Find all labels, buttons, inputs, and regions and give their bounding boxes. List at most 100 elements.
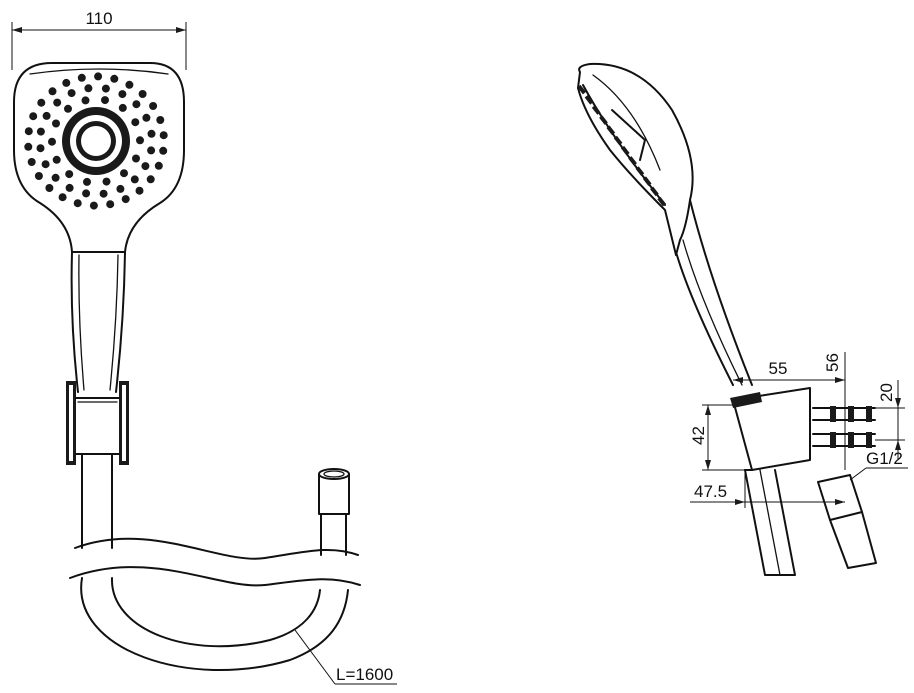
thread-leader: G1/2 [849,449,908,481]
nozzle-dot [118,90,127,99]
hose-length-leader: L=1600 [294,629,397,685]
nozzle-dot [141,162,150,171]
ring-nozzle-dot [86,160,91,165]
nozzle-dot [42,111,51,120]
nozzle-dot [27,158,36,166]
nozzle-dot [99,189,108,198]
nozzle-dot [131,118,140,127]
nozzle-dot [94,72,103,81]
dim-bracket-depth-label: 55 [769,359,788,378]
side-nozzle [577,84,587,95]
dim-inlet-spacing: 20 [875,380,905,460]
ring-nozzle-dot [71,139,75,143]
hose-nut [318,468,350,515]
side-nozzle [657,196,667,207]
side-nozzle [642,176,652,186]
nozzle-dot [53,98,62,107]
nozzle-dot [34,172,43,180]
nozzle-dot [64,104,72,113]
center-spray-ring [62,107,130,175]
side-head-nozzles [577,84,667,207]
dim-bracket-height-label: 42 [689,426,708,445]
nozzle-dot [132,100,141,109]
nozzle-dot [58,193,67,202]
ring-nozzle-dot [117,139,121,143]
nozzle-dot [89,201,98,210]
nozzle-dot [52,119,60,128]
hose-break-lower [69,566,361,587]
side-view: 55 56 20 42 [577,62,908,576]
hose-break-upper [74,537,359,560]
ring-nozzle-dot [112,125,117,130]
side-nozzle [606,125,616,136]
nozzle-dot [132,154,140,163]
nozzle-dot [77,73,86,82]
ring-nozzle-dot [86,117,91,122]
nozzle-dot [82,189,91,198]
side-bracket [730,387,811,471]
dim-bracket-height: 42 [689,404,745,471]
nozzle-dot [159,131,168,140]
side-nozzle [620,145,630,156]
dim-bracket-outer-label: 56 [823,353,842,372]
hose-right-side [320,513,347,556]
side-handle-outline [675,199,753,386]
nozzle-dot [48,87,57,96]
nozzle-dot [84,84,93,93]
nozzle-dot [102,177,111,186]
nozzle-dot [130,175,139,184]
dim-wall-offset-label: 47.5 [694,482,727,501]
dim-bracket-depth: 55 [733,359,845,383]
dim-bracket-outer: 56 [823,352,846,470]
nozzle-dot [48,137,56,146]
nozzle-dot [110,74,119,83]
side-nozzle [635,166,645,176]
nozzle-dot [147,146,156,155]
head-width-label: 110 [85,9,112,28]
hose-loop-outer [80,577,349,672]
handle-outline [70,251,126,393]
side-head-ridge [592,74,661,171]
nozzle-dot [116,184,125,193]
hose-length-label: L=1600 [336,665,393,684]
nozzle-dot [121,195,130,204]
side-nozzle [599,115,608,125]
side-nozzle [613,135,623,146]
side-nozzle [650,186,659,197]
nozzle-dot [36,144,45,153]
dim-wall-offset: 47.5 [690,470,845,508]
ring-nozzle-dot [75,125,80,130]
ring-nozzle-dot [101,117,106,122]
nozzle-dot [120,169,128,178]
nozzle-dot [136,136,144,145]
nozzle-dot [24,142,33,151]
ring-nozzle-dot [75,152,80,157]
nozzle-dot [67,89,76,98]
hose-loop-inner [110,577,321,648]
side-head-face-line [582,84,666,206]
nozzle-dot [135,186,144,195]
head-top-ridge [29,68,169,75]
wall-inlets [812,406,876,448]
nozzle-dot [101,96,109,105]
nozzle-dot [62,78,71,87]
nozzle-dot [65,183,74,192]
nozzle-dot [159,146,168,155]
head-width-dimension: 110 [11,9,187,70]
nozzle-dot [106,200,115,209]
nozzle-dot [73,199,82,208]
front-view: 110 [11,9,397,685]
nozzle-dot [41,160,50,169]
nozzle-dot [24,127,33,136]
nozzle-dot [156,116,165,124]
handle-inner-line [78,254,119,391]
nozzle-dot [147,129,156,138]
nozzle-dot [37,98,46,107]
nozzle-dot [118,103,127,112]
hose-left-side [81,453,113,549]
nozzle-dot [51,173,60,182]
side-nozzle [628,156,637,166]
side-head-spine [611,109,646,161]
side-hose-centerline [759,469,781,576]
